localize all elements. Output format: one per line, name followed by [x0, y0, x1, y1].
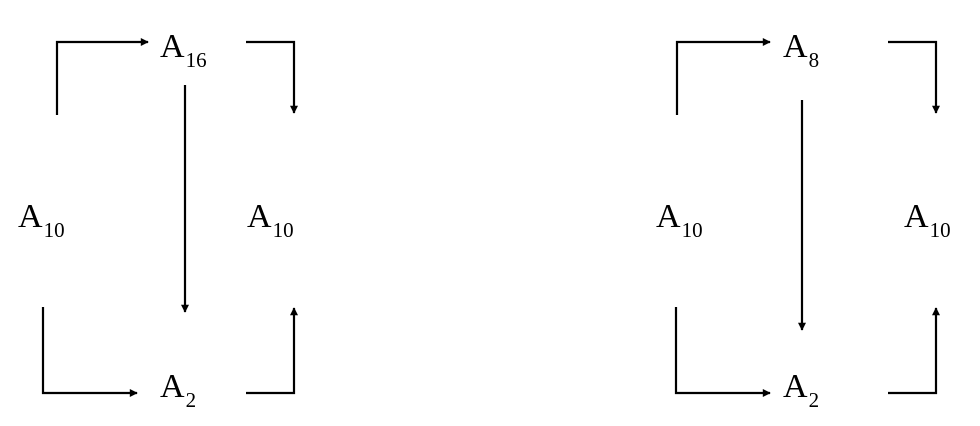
node-bottom-1-letter: A: [160, 368, 185, 405]
node-bottom-2-letter: A: [783, 368, 808, 405]
node-bottom-2-subscript: 2: [808, 388, 820, 412]
arrow-bottom-to-right-1: [246, 307, 298, 395]
node-right-2-subscript: 10: [929, 218, 951, 242]
node-left-2-letter: A: [656, 198, 681, 235]
node-bottom-1-subscript: 2: [185, 388, 197, 412]
node-bottom-2: A2: [783, 368, 819, 411]
arrow-top-to-right-2: [888, 40, 940, 114]
node-top-1-subscript: 16: [185, 48, 207, 72]
node-right-1-subscript: 10: [272, 218, 294, 242]
node-left-2: A10: [656, 198, 703, 241]
node-top-2: A8: [783, 28, 819, 71]
node-left-2-subscript: 10: [681, 218, 703, 242]
node-left-1-letter: A: [18, 198, 43, 235]
arrow-left-to-bottom-2: [674, 307, 771, 397]
node-top-2-letter: A: [783, 28, 808, 65]
arrow-top-to-right-1: [246, 40, 298, 114]
arrow-bottom-to-right-2: [888, 307, 940, 395]
arrow-left-to-top-1: [55, 38, 149, 115]
arrow-left-to-bottom-1: [41, 307, 138, 397]
node-top-1-letter: A: [160, 28, 185, 65]
node-bottom-1: A2: [160, 368, 196, 411]
node-left-1-subscript: 10: [43, 218, 65, 242]
node-right-2-letter: A: [904, 198, 929, 235]
node-top-1: A16: [160, 28, 207, 71]
node-left-1: A10: [18, 198, 65, 241]
arrow-left-to-top-2: [675, 38, 771, 115]
node-right-1-letter: A: [247, 198, 272, 235]
node-right-1: A10: [247, 198, 294, 241]
node-top-2-subscript: 8: [808, 48, 820, 72]
node-right-2: A10: [904, 198, 951, 241]
